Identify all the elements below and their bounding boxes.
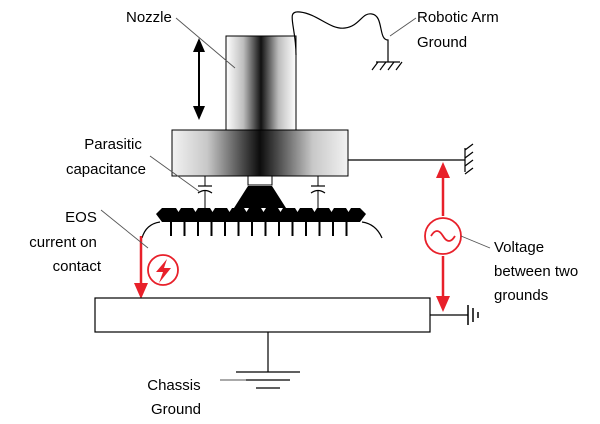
ac-source-icon bbox=[424, 217, 462, 255]
chip-edge-notch bbox=[295, 208, 300, 212]
chip-right-lead bbox=[361, 221, 383, 239]
chip-edge-notch bbox=[261, 208, 266, 212]
chip-edge-notches bbox=[176, 208, 351, 212]
nozzle-shaft bbox=[225, 35, 297, 132]
ground-symbol-icon bbox=[371, 61, 403, 71]
capacitor-icon bbox=[197, 176, 213, 212]
ground-symbol-icon bbox=[467, 305, 479, 325]
ic-chip bbox=[141, 186, 383, 239]
chip-edge-notch bbox=[312, 208, 317, 212]
parasitic-leader bbox=[149, 155, 201, 193]
chip-left-lead bbox=[141, 221, 161, 239]
chip-edge-notch bbox=[346, 208, 351, 212]
double-arrow-icon bbox=[193, 38, 205, 120]
chip-edge-notch bbox=[244, 208, 249, 212]
chip-edge-notch bbox=[278, 208, 283, 212]
ground-symbol-icon bbox=[236, 371, 300, 389]
voltage-leader bbox=[460, 235, 491, 249]
eos-leader bbox=[100, 209, 149, 249]
nozzle-leader bbox=[175, 17, 236, 69]
robotic-arm-ground-label: Robotic Arm Ground bbox=[417, 9, 503, 51]
nozzle-base bbox=[171, 129, 349, 177]
eos-current-arrow bbox=[134, 236, 148, 299]
robotic-arm-leader bbox=[389, 17, 417, 37]
parasitic-capacitance-label: Parasitic capacitance bbox=[66, 136, 146, 178]
robotic-arm-ground-wire bbox=[291, 11, 389, 62]
nozzle-label: Nozzle bbox=[126, 9, 172, 26]
chip-leads bbox=[170, 222, 348, 236]
chassis-plate bbox=[94, 297, 431, 333]
chip-edge-notch bbox=[193, 208, 198, 212]
chip-edge-notch bbox=[210, 208, 215, 212]
chip-edge-notch bbox=[329, 208, 334, 212]
capacitor-icon bbox=[310, 176, 326, 212]
chip-edge-notch bbox=[227, 208, 232, 212]
chassis-ground-label: Chassis Ground bbox=[147, 377, 205, 418]
nozzle-tip bbox=[247, 175, 273, 186]
ground-symbol-icon bbox=[464, 143, 474, 175]
voltage-double-arrow bbox=[436, 162, 450, 312]
lightning-bolt-icon bbox=[147, 254, 179, 286]
eos-current-label: EOS current on contact bbox=[29, 209, 102, 275]
chip-edge-notch bbox=[176, 208, 181, 212]
voltage-between-grounds-label: Voltage between two grounds bbox=[494, 239, 582, 304]
